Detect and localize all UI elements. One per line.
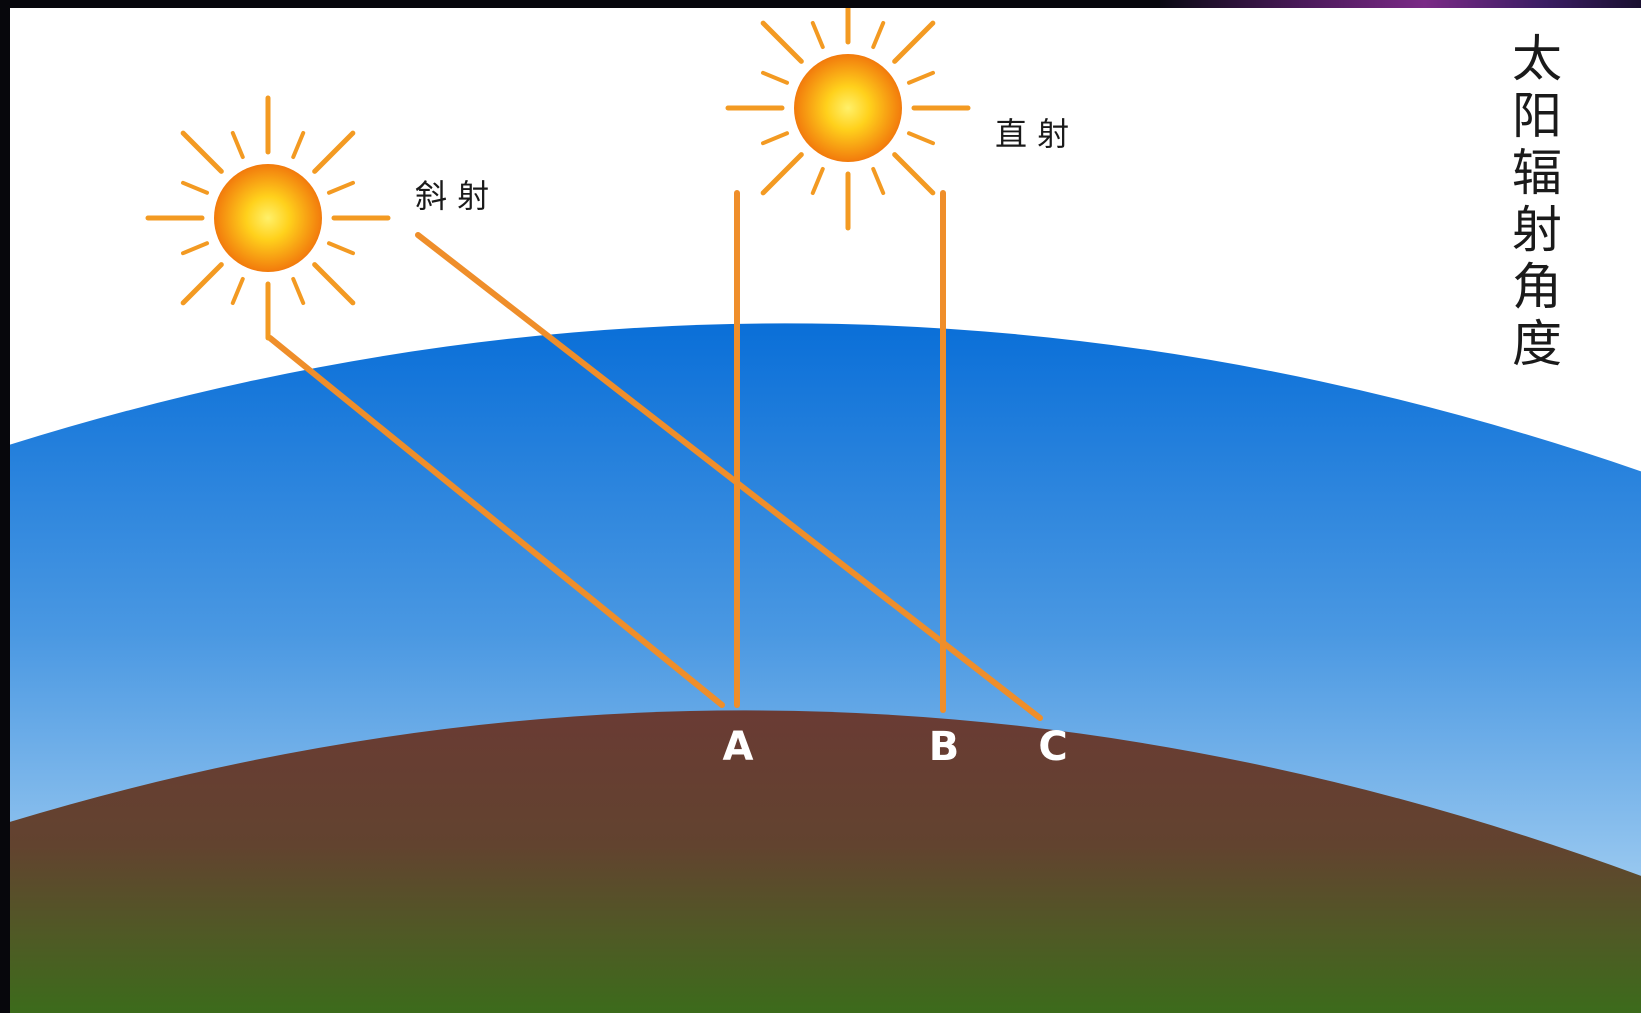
sun-ray — [180, 262, 224, 306]
sun-ray — [810, 21, 825, 50]
sun-ray — [181, 180, 210, 195]
direct-rays — [734, 190, 946, 713]
sun-disc — [794, 54, 902, 162]
sun-ray — [312, 130, 356, 174]
point-c-label: C — [1038, 724, 1067, 770]
title-char: 太 — [1512, 30, 1562, 88]
sun-ray — [230, 131, 245, 160]
earth-surface — [10, 710, 1641, 1013]
solar-radiation-diagram: 斜 射 直 射 A B C 太 阳 辐 射 角 度 — [10, 8, 1641, 1013]
sun-ray — [892, 20, 936, 64]
sun-ray — [181, 241, 210, 256]
slide: 斜 射 直 射 A B C 太 阳 辐 射 角 度 — [10, 8, 1641, 1013]
sun-ray — [312, 262, 356, 306]
sun-ray — [761, 70, 790, 85]
sun-ray — [906, 131, 935, 146]
page-title: 太 阳 辐 射 角 度 — [1512, 30, 1562, 373]
point-a-label: A — [723, 724, 754, 770]
sun-ray — [230, 276, 245, 305]
sun-ray — [291, 276, 306, 305]
top-strip — [1160, 0, 1641, 8]
sun-ray — [291, 131, 306, 160]
sun-ray — [810, 166, 825, 195]
sun-ray — [906, 70, 935, 85]
sun-icon — [725, 8, 971, 231]
sun-ray — [871, 166, 886, 195]
direct-label: 直 射 — [995, 115, 1069, 153]
title-char: 辐 — [1512, 144, 1562, 202]
sun-ray — [892, 152, 936, 196]
sun-ray — [326, 180, 355, 195]
sun-ray — [871, 21, 886, 50]
sun-ray — [760, 152, 804, 196]
oblique-ray-1 — [267, 335, 725, 708]
title-char: 度 — [1512, 315, 1562, 373]
title-char: 阳 — [1512, 87, 1562, 145]
oblique-ray-2 — [415, 232, 1043, 721]
point-b-label: B — [929, 724, 960, 770]
sun-ray — [760, 20, 804, 64]
title-char: 角 — [1512, 258, 1562, 316]
title-char: 射 — [1512, 201, 1562, 259]
oblique-label: 斜 射 — [415, 177, 489, 215]
sun-disc — [214, 164, 322, 272]
sun-ray — [326, 241, 355, 256]
sun-ray — [180, 130, 224, 174]
oblique-rays — [267, 232, 1043, 721]
sun-icon — [145, 95, 391, 341]
sun-ray — [761, 131, 790, 146]
